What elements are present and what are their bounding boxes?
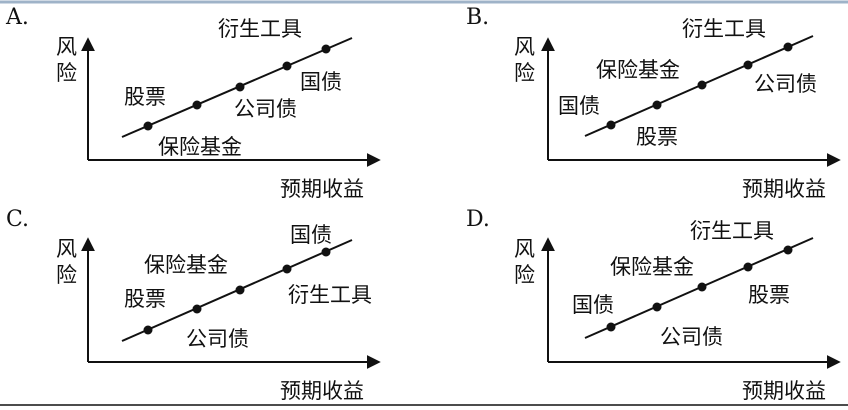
option-c-point-1 — [143, 325, 153, 335]
option-d-label-3: 保险基金 — [610, 255, 694, 279]
option-a-label-5: 衍生工具 — [218, 17, 302, 41]
option-a-label-4: 国债 — [300, 70, 342, 94]
option-d-point-4 — [743, 262, 753, 272]
option-a-y-label-1: 风 — [56, 35, 77, 59]
option-c-point-2 — [192, 304, 202, 314]
option-d-point-1 — [606, 322, 616, 332]
option-a-label-2: 股票 — [124, 85, 166, 109]
option-a-label-1: 保险基金 — [158, 135, 242, 159]
option-a-letter: A. — [5, 5, 29, 30]
option-a-y-label-2: 险 — [56, 61, 77, 85]
option-b-label-3: 保险基金 — [596, 58, 680, 82]
option-b-letter: B. — [466, 5, 489, 30]
option-a-point-1 — [143, 121, 153, 131]
option-d-point-2 — [652, 302, 662, 312]
option-c-point-3 — [235, 285, 245, 295]
option-b-y-label-2: 险 — [514, 61, 535, 85]
option-c-label-1: 公司债 — [186, 327, 249, 351]
option-b-point-2 — [652, 100, 662, 110]
option-b-point-4 — [743, 60, 753, 70]
option-c-x-label: 预期收益 — [280, 379, 364, 403]
option-d-label-4: 股票 — [748, 283, 790, 307]
option-b-label-2: 股票 — [636, 125, 678, 149]
option-d-panel: D. 风 险 预期收益 国债 公司债 保险基金 股票 衍生工具 — [466, 207, 841, 403]
option-c-label-4: 衍生工具 — [288, 283, 372, 307]
option-d-letter: D. — [466, 207, 490, 232]
option-d-label-1: 国债 — [572, 293, 614, 317]
option-d-x-label: 预期收益 — [742, 379, 826, 403]
option-a-panel: A. 风 险 预期收益 保险基金 股票 公司债 国债 衍生工具 — [5, 5, 381, 201]
option-d-label-2: 公司债 — [660, 325, 723, 349]
option-b-y-label-1: 风 — [514, 35, 535, 59]
option-a-label-3: 公司债 — [234, 97, 297, 121]
option-b-x-label: 预期收益 — [742, 177, 826, 201]
option-c-point-4 — [282, 264, 292, 274]
option-d-label-5: 衍生工具 — [690, 219, 774, 243]
option-b-point-1 — [606, 120, 616, 130]
option-c-label-3: 保险基金 — [144, 253, 228, 277]
option-b-point-3 — [697, 80, 707, 90]
option-c-label-5: 国债 — [290, 223, 332, 247]
option-d-y-label-2: 险 — [514, 263, 535, 287]
option-b-point-5 — [783, 42, 793, 52]
option-b-label-5: 衍生工具 — [682, 17, 766, 41]
option-c-y-label-2: 险 — [56, 263, 77, 287]
option-a-point-3 — [235, 82, 245, 92]
option-c-panel: C. 风 险 预期收益 公司债 股票 保险基金 衍生工具 国债 — [6, 207, 381, 403]
option-d-point-5 — [783, 245, 793, 255]
option-d-y-label-1: 风 — [514, 237, 535, 261]
option-b-panel: B. 风 险 预期收益 国债 股票 保险基金 公司债 衍生工具 — [466, 5, 841, 201]
option-d-point-3 — [697, 282, 707, 292]
option-c-y-label-1: 风 — [56, 237, 77, 261]
option-c-point-5 — [321, 247, 331, 257]
option-a-point-5 — [321, 44, 331, 54]
option-a-point-2 — [192, 100, 202, 110]
option-b-label-4: 公司债 — [754, 72, 817, 96]
option-c-letter: C. — [6, 207, 29, 232]
option-a-point-4 — [282, 61, 292, 71]
option-a-x-label: 预期收益 — [280, 177, 364, 201]
option-c-label-2: 股票 — [124, 287, 166, 311]
option-b-label-1: 国债 — [558, 94, 600, 118]
